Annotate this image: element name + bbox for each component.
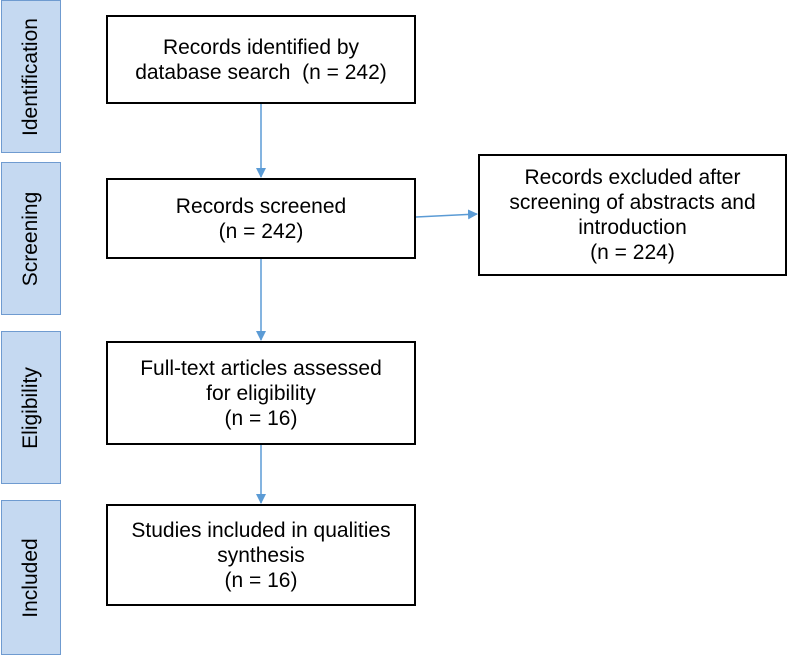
records-screened-box: Records screened (n = 242) — [106, 178, 416, 259]
phase-eligibility: Eligibility — [1, 331, 61, 484]
full-text-assessed-line-1: Full-text articles assessed — [140, 356, 382, 380]
phase-screening: Screening — [1, 162, 61, 315]
phase-included-label: Included — [19, 537, 42, 618]
records-excluded-line-3: introduction — [578, 216, 687, 239]
full-text-assessed-box: Full-text articles assessed for eligibil… — [106, 341, 416, 445]
records-excluded-line-2: screening of abstracts and — [509, 191, 756, 214]
phase-included: Included — [1, 500, 61, 655]
phase-identification-label: Identification — [19, 17, 42, 136]
records-excluded-line-1: Records excluded after — [524, 166, 741, 189]
studies-included-line-2: synthesis — [217, 543, 305, 567]
studies-included-box: Studies included in qualities synthesis … — [106, 504, 416, 606]
records-excluded-box: Records excluded after screening of abst… — [478, 154, 787, 276]
records-screened-line-1: Records screened — [175, 194, 347, 218]
studies-included-line-3: (n = 16) — [224, 568, 298, 592]
phase-screening-label: Screening — [19, 191, 42, 286]
full-text-assessed-line-2: for eligibility — [206, 381, 316, 405]
records-identified-line-1: Records identified by — [162, 35, 360, 59]
records-identified-line-2: database search (n = 242) — [135, 60, 387, 84]
studies-included-line-1: Studies included in qualities — [131, 518, 391, 542]
arrow-screened-to-excluded — [415, 209, 478, 220]
full-text-assessed-line-3: (n = 16) — [224, 406, 298, 430]
phase-eligibility-label: Eligibility — [19, 366, 42, 449]
phase-identification: Identification — [1, 0, 61, 153]
records-identified-box: Records identified by database search (n… — [106, 15, 416, 104]
records-excluded-line-4: (n = 224) — [590, 241, 675, 264]
records-screened-line-2: (n = 242) — [218, 219, 304, 243]
